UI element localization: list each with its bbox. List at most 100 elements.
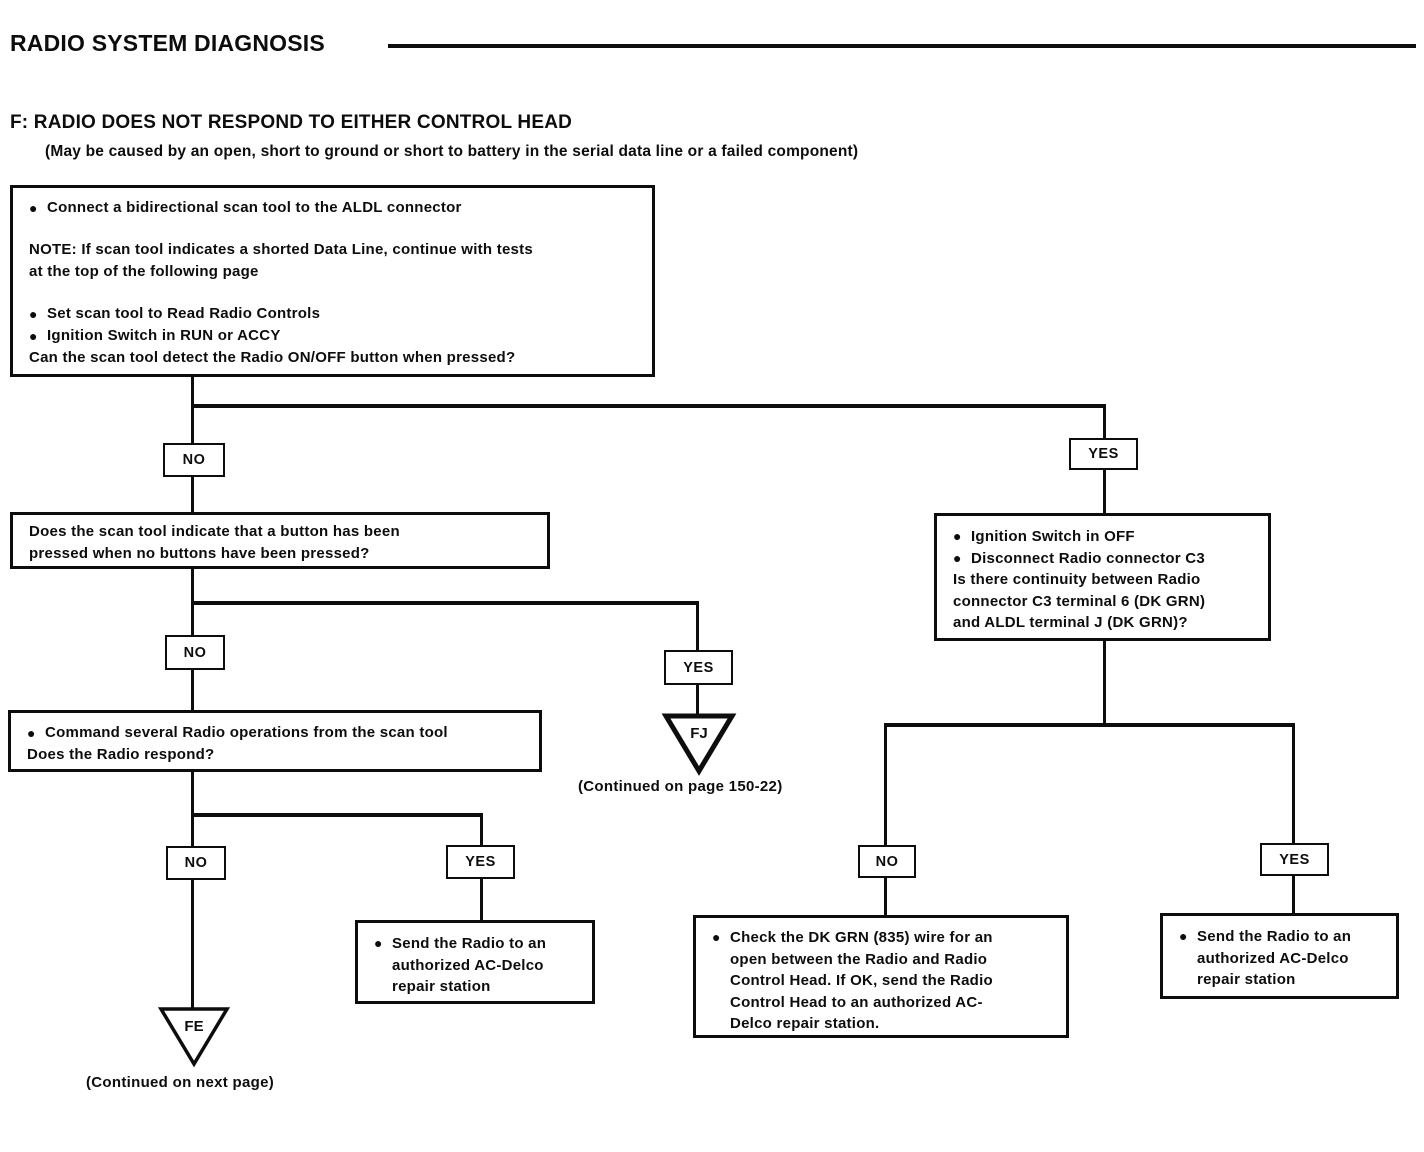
bullet-icon: ● [29,200,38,216]
fe-caption: (Continued on next page) [86,1074,275,1091]
decision-label-no-3: NO [166,846,226,880]
bullet-icon: ● [29,328,38,344]
text-span: Control Head to an authorized AC- [730,993,983,1011]
connector-line [191,772,194,816]
connector-line [696,685,699,715]
connector-line [884,723,1295,727]
connector-line [191,813,483,817]
text-line: Does the scan tool indicate that a butto… [29,521,537,543]
connector-line [191,816,194,846]
text-line: ● Send the Radio to an [1179,926,1386,948]
text-span: Does the Radio respond? [27,746,215,763]
decision-label-yes-1: YES [1069,438,1138,470]
text-span: NOTE: If scan tool indicates a shorted D… [29,241,533,258]
text-line: Control Head to an authorized AC- [712,992,1056,1014]
step-box-check-dk-grn-wire: ● Check the DK GRN (835) wire for an open … [693,915,1069,1038]
connector-line [191,377,194,408]
decision-label-yes-3: YES [446,845,515,879]
connector-line [191,880,194,1008]
page-title: RADIO SYSTEM DIAGNOSIS [10,30,325,56]
text-span: Control Head. If OK, send the Radio [730,972,993,989]
step-box-button-pressed-question: Does the scan tool indicate that a butto… [10,512,550,569]
section-subheading: (May be caused by an open, short to grou… [45,143,859,160]
text-span: Check the DK GRN (835) wire for an [730,929,993,946]
text-line: pressed when no buttons have been presse… [29,543,537,565]
text-span: and ALDL terminal J (DK GRN)? [953,614,1188,631]
text-line: Delco repair station. [712,1013,1056,1035]
svg-text:FJ: FJ [690,725,708,742]
text-span: Command several Radio operations from th… [45,724,448,741]
decision-label-yes-4: YES [1260,843,1329,876]
bullet-icon: ● [953,528,962,544]
text-line: connector C3 terminal 6 (DK GRN) [953,591,1258,613]
text-span: Set scan tool to Read Radio Controls [47,305,321,322]
connector-line [1103,470,1106,513]
connector-line [696,604,699,650]
text-span: Is there continuity between Radio [953,571,1201,588]
text-line: repair station [374,976,582,998]
text-line: ●Ignition Switch in OFF [953,526,1258,548]
text-span: repair station [1197,971,1296,988]
connector-line [191,604,194,635]
connector-line [480,879,483,920]
connector-line [191,477,194,512]
text-line: Control Head. If OK, send the Radio [712,970,1056,992]
text-span: Connect a bidirectional scan tool to the… [47,199,462,216]
text-span: open between the Radio and Radio [730,950,988,968]
connector-line [1103,641,1106,726]
text-span: Delco repair station. [730,1015,880,1032]
text-line: at the top of the following page [29,261,642,283]
text-line: ● Command several Radio operations from t… [27,722,529,744]
connector-line [1103,408,1106,438]
text-line: ●Disconnect Radio connector C3 [953,548,1258,570]
text-span: connector C3 terminal 6 (DK GRN) [953,592,1206,610]
text-line: authorized AC-Delco [374,955,582,977]
text-span: authorized AC-Delco [392,956,544,974]
text-span: Send the Radio to an [392,935,547,952]
text-span: Does the scan tool indicate that a butto… [29,523,400,540]
connector-line [191,601,699,605]
text-span: pressed when no buttons have been presse… [29,545,370,562]
step-box-ignition-off-continuity: ●Ignition Switch in OFF●Disconnect Radio… [934,513,1271,641]
decision-label-no-4: NO [858,845,916,878]
step-box-command-radio-operations: ● Command several Radio operations from t… [8,710,542,772]
connector-line [191,407,194,443]
text-span: Send the Radio to an [1197,928,1352,945]
text-span: at the top of the following page [29,263,259,280]
bullet-icon: ● [374,935,383,951]
connector-line [480,816,483,845]
text-line: Can the scan tool detect the Radio ON/OF… [29,347,642,369]
text-line: and ALDL terminal J (DK GRN)? [953,612,1258,634]
text-span: Ignition Switch in RUN or ACCY [47,327,281,344]
text-span: Can the scan tool detect the Radio ON/OF… [29,349,516,366]
text-line: ● Send the Radio to an [374,933,582,955]
section-heading: F: RADIO DOES NOT RESPOND TO EITHER CONT… [10,112,573,133]
bullet-icon: ● [1179,928,1188,944]
connector-line [191,670,194,710]
connector-line [191,568,194,604]
decision-label-yes-2: YES [664,650,733,685]
fj-caption: (Continued on page 150-22) [578,778,783,795]
connector-line [1292,726,1295,843]
svg-text:FE: FE [184,1018,203,1035]
text-line: ● Connect a bidirectional scan tool to th… [29,197,642,219]
text-line: ● Check the DK GRN (835) wire for an [712,927,1056,949]
text-line: ● Ignition Switch in RUN or ACCY [29,325,642,347]
title-rule [388,44,1416,48]
step-box-connect-scan-tool: ● Connect a bidirectional scan tool to th… [10,185,655,377]
bullet-icon: ● [27,725,36,741]
bullet-icon: ● [29,306,38,322]
text-span: repair station [392,978,491,995]
text-line: ● Set scan tool to Read Radio Controls [29,303,642,325]
decision-label-no-2: NO [165,635,225,670]
fj-offpage-triangle-icon: FJ [661,713,737,776]
text-line: Does the Radio respond? [27,744,529,766]
text-line: open between the Radio and Radio [712,949,1056,971]
text-line: repair station [1179,969,1386,991]
fe-offpage-triangle-icon: FE [157,1007,231,1068]
bullet-icon: ● [712,929,721,945]
text-span: authorized AC-Delco [1197,949,1349,967]
text-line: NOTE: If scan tool indicates a shorted D… [29,239,642,261]
text-line: Is there continuity between Radio [953,569,1258,591]
